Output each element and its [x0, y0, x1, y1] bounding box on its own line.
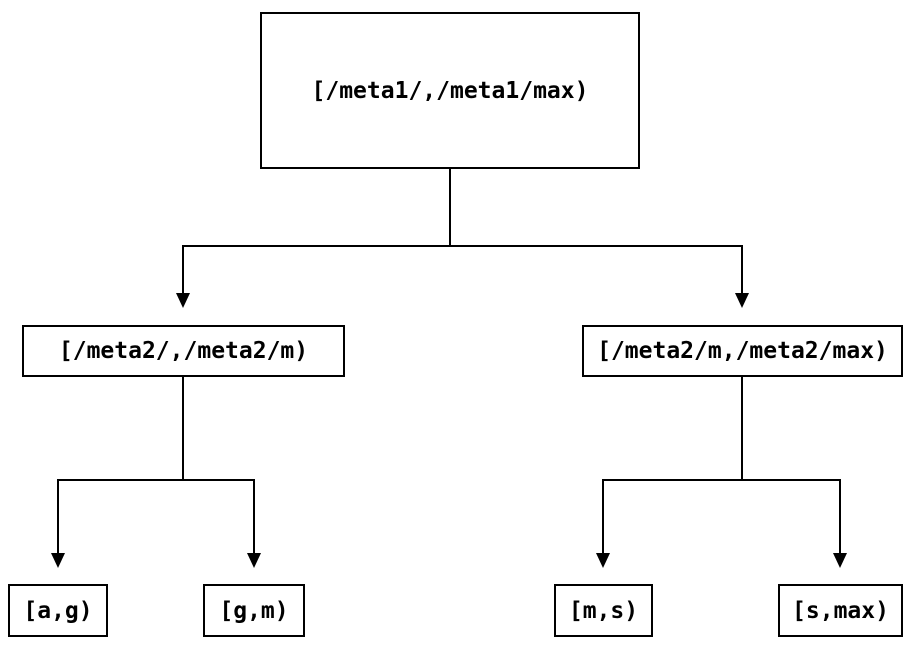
edge-left-to-leaf-gm — [182, 377, 255, 553]
arrowhead-to-right-icon — [735, 293, 749, 308]
edge-right-to-leaf-ms — [602, 377, 743, 553]
edge-right-to-leaf-smax — [741, 377, 841, 553]
node-leaf-ms: [m,s) — [554, 584, 653, 637]
edge-root-to-left — [182, 169, 451, 293]
node-meta2-lower-range-label: [/meta2/,/meta2/m) — [58, 338, 309, 364]
edge-left-to-leaf-ag — [57, 377, 184, 553]
node-leaf-ag: [a,g) — [8, 584, 108, 637]
node-meta1-range-label: [/meta1/,/meta1/max) — [311, 77, 589, 104]
node-leaf-ag-label: [a,g) — [23, 597, 93, 624]
node-leaf-gm-label: [g,m) — [219, 597, 289, 624]
node-meta1-range: [/meta1/,/meta1/max) — [260, 12, 640, 169]
node-leaf-smax: [s,max) — [778, 584, 903, 637]
arrowhead-to-leaf-ag-icon — [51, 553, 65, 568]
node-meta2-lower-range: [/meta2/,/meta2/m) — [22, 325, 345, 377]
arrowhead-to-leaf-ms-icon — [596, 553, 610, 568]
edge-root-to-right — [449, 169, 743, 293]
node-leaf-smax-label: [s,max) — [792, 597, 889, 624]
arrowhead-to-left-icon — [176, 293, 190, 308]
arrowhead-to-leaf-gm-icon — [247, 553, 261, 568]
node-leaf-gm: [g,m) — [203, 584, 305, 637]
node-leaf-ms-label: [m,s) — [568, 597, 639, 624]
node-meta2-upper-range: [/meta2/m,/meta2/max) — [582, 325, 903, 377]
node-meta2-upper-range-label: [/meta2/m,/meta2/max) — [597, 338, 888, 364]
arrowhead-to-leaf-smax-icon — [833, 553, 847, 568]
